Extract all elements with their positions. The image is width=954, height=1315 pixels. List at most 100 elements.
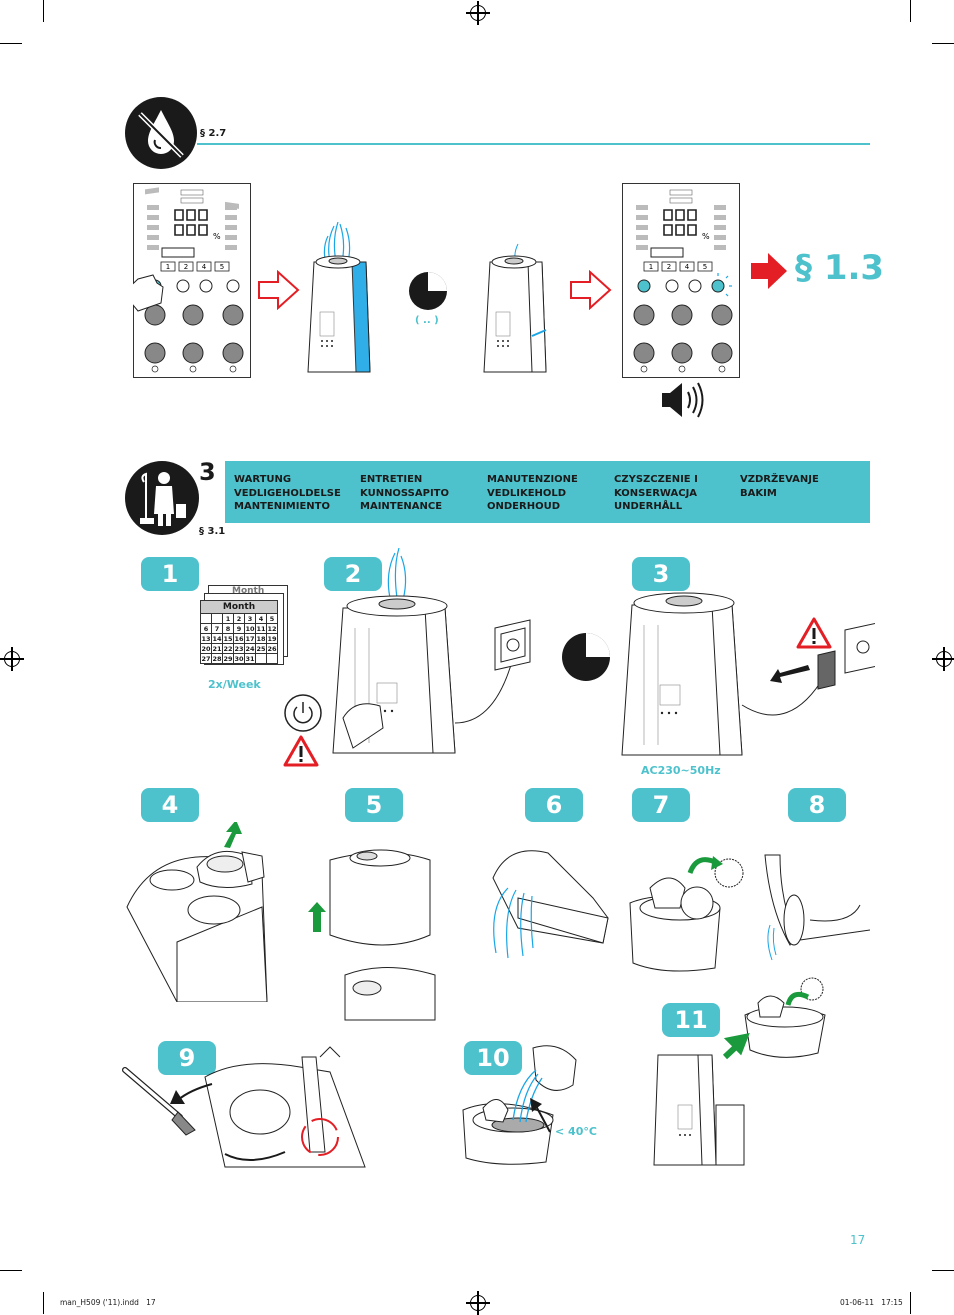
humidifier-misting xyxy=(307,222,371,373)
humidifier-idle xyxy=(483,243,547,373)
step-badge-6: 6 xyxy=(525,788,583,822)
calendar-day-cell: 26 xyxy=(266,643,278,654)
remove-cap-illustration xyxy=(126,822,268,1002)
section-rule-27 xyxy=(197,143,870,145)
step-badge-10: 10 xyxy=(464,1041,522,1075)
step-badge-5: 5 xyxy=(345,788,403,822)
step-badge-1: 1 xyxy=(141,557,199,591)
calendar-day-cell: 29 xyxy=(222,653,234,664)
voltage-label: AC230~50Hz xyxy=(641,764,721,777)
calendar-day-cell xyxy=(200,613,212,624)
svg-text:%: % xyxy=(702,232,710,241)
calendar-back-title: Month xyxy=(232,586,265,596)
step-badge-11: 11 xyxy=(662,1003,720,1037)
calendar-day-cell: 4 xyxy=(255,613,267,624)
calendar-day-cell: 3 xyxy=(244,613,256,624)
registration-mark-left xyxy=(0,647,24,671)
rinse-tank-illustration xyxy=(492,850,609,959)
calendar-day-cell: 12 xyxy=(266,623,278,634)
humidifier-unplugged xyxy=(621,592,875,756)
svg-text:5: 5 xyxy=(220,263,224,271)
calendar-day-cell: 5 xyxy=(266,613,278,624)
humidifier-plugged-in xyxy=(332,548,531,754)
section-ref-27: § 2.7 xyxy=(200,128,227,139)
calendar-day-cell: 6 xyxy=(200,623,212,634)
calendar-day-cell xyxy=(266,653,278,664)
calendar-day-cell: 31 xyxy=(244,653,256,664)
section-ref-31: § 3.1 xyxy=(199,526,226,537)
footer-file-name: man_H509 ('11).indd 17 xyxy=(60,1298,156,1307)
open-cap-illustration xyxy=(629,856,744,972)
calendar-day-cell: 16 xyxy=(233,633,245,644)
calendar-day-cell: 30 xyxy=(233,653,245,664)
calendar-day-cell: 1 xyxy=(222,613,234,624)
calendar-day-cell: 20 xyxy=(200,643,212,654)
calendar-day-cell: 2 xyxy=(233,613,245,624)
step-badge-7: 7 xyxy=(632,788,690,822)
registration-mark-top xyxy=(466,1,490,25)
lift-tank-illustration xyxy=(308,849,436,1021)
calendar-day-cell: 19 xyxy=(266,633,278,644)
panel-button-1: 1 xyxy=(166,263,170,271)
control-panel-after: % 1 2 4 5 xyxy=(622,183,740,378)
svg-text:2: 2 xyxy=(184,263,188,271)
warning-icon xyxy=(283,735,319,767)
power-button-icon xyxy=(284,694,322,732)
svg-text:4: 4 xyxy=(685,263,690,271)
refill-water-illustration xyxy=(462,1045,577,1165)
registration-mark-right xyxy=(932,647,954,671)
calendar-title: Month xyxy=(200,600,278,614)
calendar-day-cell: 14 xyxy=(211,633,223,644)
speaker-sound-icon xyxy=(662,382,704,418)
calendar-day-cell: 9 xyxy=(233,623,245,634)
arrow-right-outline-icon-2 xyxy=(570,270,612,310)
calendar-day-cell xyxy=(211,613,223,624)
calendar-frequency: 2x/Week xyxy=(208,678,261,691)
temperature-limit: < 40°C xyxy=(555,1125,597,1138)
timer-large-icon xyxy=(562,633,610,681)
timer-icon xyxy=(409,272,447,310)
svg-text:2: 2 xyxy=(667,263,671,271)
calendar-day-cell: 15 xyxy=(222,633,234,644)
warning-icon-2 xyxy=(796,617,832,649)
calendar-day-cell: 22 xyxy=(222,643,234,654)
step-badge-4: 4 xyxy=(141,788,199,822)
calendar-day-cell: 10 xyxy=(244,623,256,634)
calendar-day-cell: 28 xyxy=(211,653,223,664)
goto-section-13[interactable]: § 1.3 xyxy=(795,248,885,288)
step-badge-3: 3 xyxy=(632,557,690,591)
step-badge-9: 9 xyxy=(158,1041,216,1075)
calendar-day-cell: 13 xyxy=(200,633,212,644)
calendar-day-cell: 24 xyxy=(244,643,256,654)
step-badge-8: 8 xyxy=(788,788,846,822)
no-water-icon xyxy=(125,97,197,169)
section-number-3: 3 xyxy=(199,458,216,486)
svg-text:%: % xyxy=(213,232,221,241)
control-panel-before: % 1 2 4 5 xyxy=(133,183,251,378)
calendar-day-cell: 7 xyxy=(211,623,223,634)
registration-mark-bottom xyxy=(466,1291,490,1315)
svg-text:1: 1 xyxy=(649,263,653,271)
maintenance-person-icon xyxy=(125,461,199,535)
timer-label: ( .. ) xyxy=(415,315,439,326)
reassemble-illustration xyxy=(653,977,826,1166)
pour-tank-illustration xyxy=(764,854,870,961)
arrow-right-solid-icon xyxy=(751,253,787,289)
calendar-day-cell: 27 xyxy=(200,653,212,664)
calendar-day-cell: 21 xyxy=(211,643,223,654)
step-badge-2: 2 xyxy=(324,557,382,591)
calendar-day-cell: 18 xyxy=(255,633,267,644)
calendar-day-cell: 17 xyxy=(244,633,256,644)
svg-text:4: 4 xyxy=(202,263,207,271)
